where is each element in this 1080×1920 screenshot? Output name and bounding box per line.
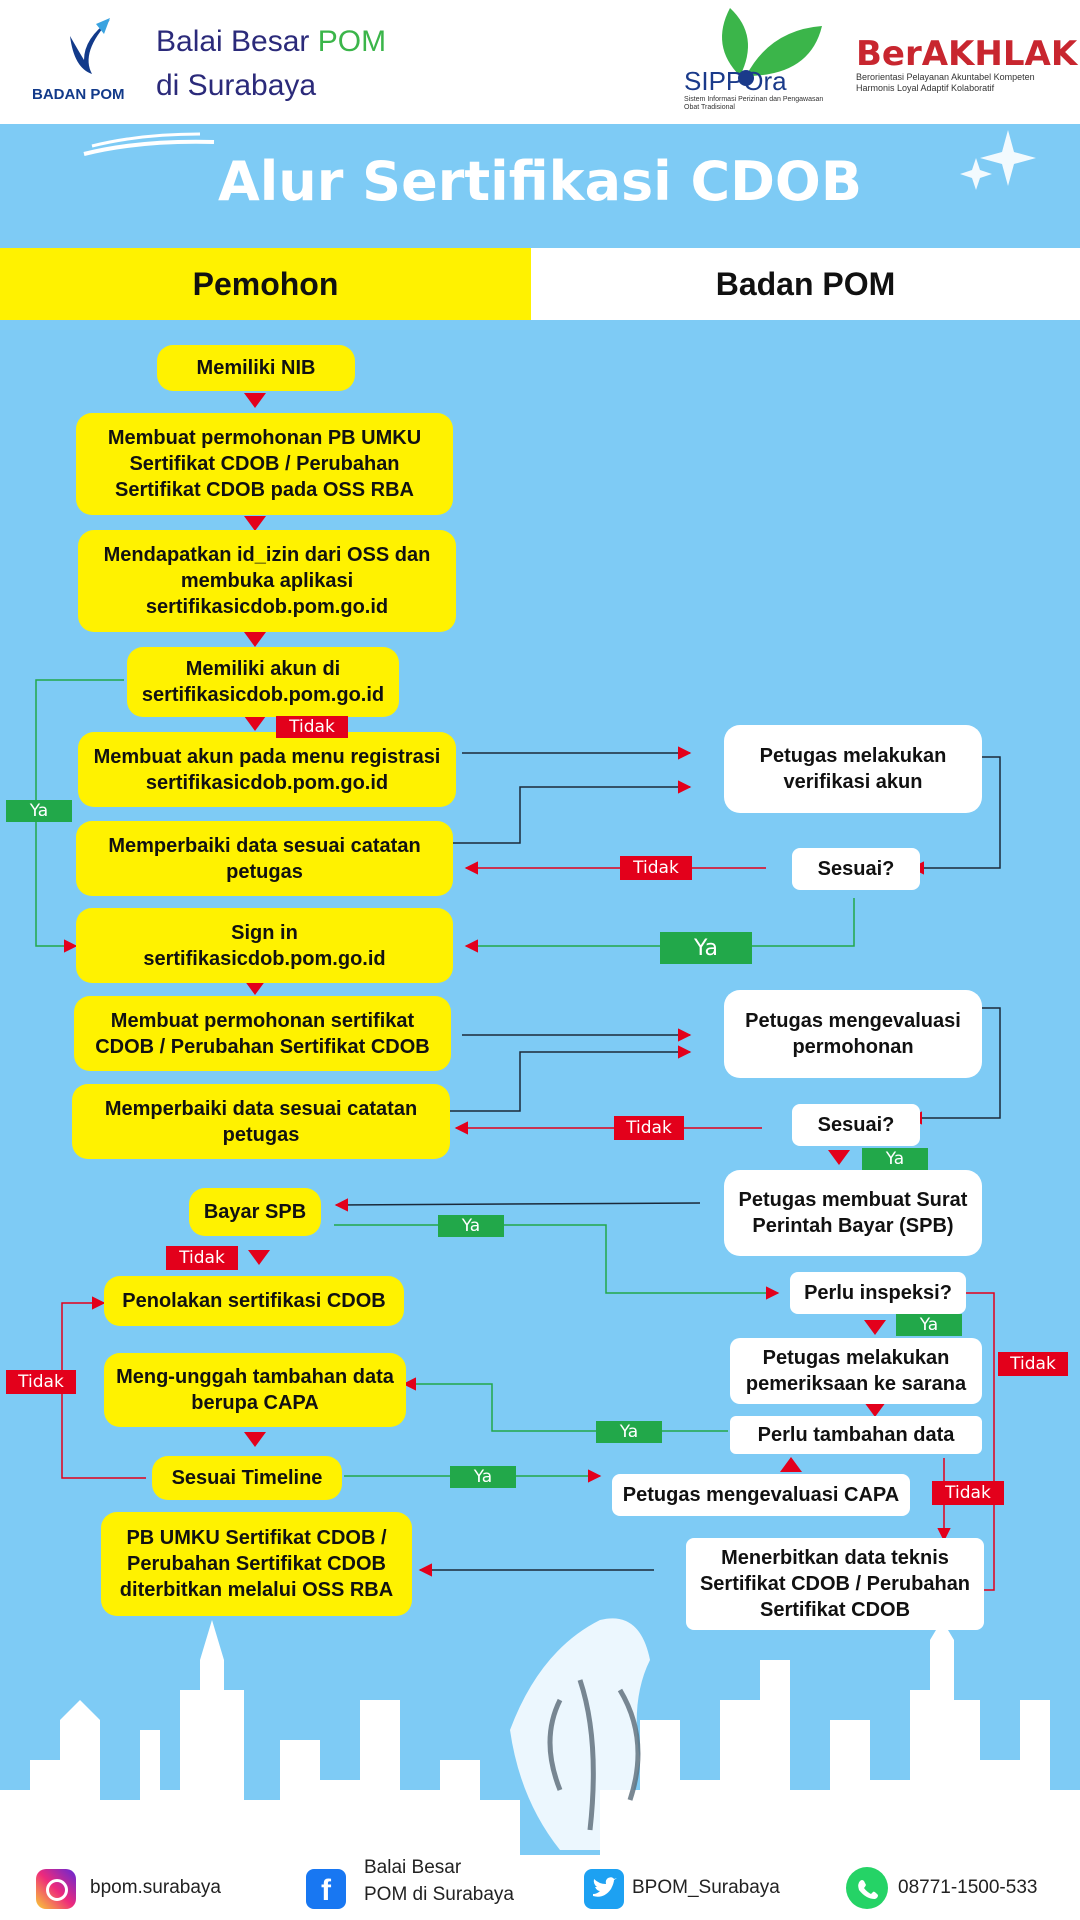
badge-ya: Ya [438, 1215, 504, 1237]
badge-tidak: Tidak [6, 1370, 76, 1394]
org-name-line2: di Surabaya [156, 68, 317, 102]
badge-ya: Ya [596, 1421, 662, 1443]
twitter-handle[interactable]: BPOM_Surabaya [632, 1877, 780, 1898]
node-perbaiki-data-2: Memperbaiki data sesuai catatan petugas [72, 1084, 450, 1159]
sippora-leaf-icon [722, 8, 822, 86]
whatsapp-icon [846, 1867, 888, 1909]
node-terbitkan-data-teknis: Menerbitkan data teknis Sertifikat CDOB … [686, 1538, 984, 1630]
badge-ya: Ya [450, 1466, 516, 1488]
facebook-icon: f [306, 1869, 346, 1909]
decoration-layer [83, 130, 1036, 190]
badge-tidak: Tidak [276, 716, 348, 738]
node-dapat-id-izin: Mendapatkan id_izin dari OSS dan membuka… [78, 530, 456, 632]
berakhlak-logo-text: BerAKHLAK [856, 34, 1078, 74]
node-penolakan: Penolakan sertifikasi CDOB [104, 1276, 404, 1326]
node-evaluasi-capa: Petugas mengevaluasi CAPA [612, 1474, 910, 1516]
badge-ya: Ya [660, 932, 752, 964]
node-sign-in: Sign in sertifikasicdob.pom.go.id [76, 908, 453, 983]
badge-ya: Ya [6, 800, 72, 822]
org-name-line1: Balai Besar [156, 25, 318, 58]
node-sesuai-timeline: Sesuai Timeline [152, 1456, 342, 1500]
badge-tidak: Tidak [614, 1116, 684, 1140]
node-pb-umku-diterbitkan: PB UMKU Sertifikat CDOB / Perubahan Sert… [101, 1512, 412, 1616]
node-buat-akun: Membuat akun pada menu registrasi sertif… [78, 732, 456, 807]
page-title: Alur Sertifikasi CDOB [218, 150, 862, 213]
node-buat-spb: Petugas membuat Surat Perintah Bayar (SP… [724, 1170, 982, 1256]
node-evaluasi-permohonan: Petugas mengevaluasi permohonan [724, 990, 982, 1078]
node-permohonan-sertifikat: Membuat permohonan sertifikat CDOB / Per… [74, 996, 451, 1071]
node-bayar-spb: Bayar SPB [189, 1188, 321, 1236]
node-sesuai-2: Sesuai? [792, 1104, 920, 1146]
node-unggah-capa: Meng-unggah tambahan data berupa CAPA [104, 1353, 406, 1427]
whatsapp-number[interactable]: 08771-1500-533 [898, 1877, 1038, 1898]
node-verifikasi-akun: Petugas melakukan verifikasi akun [724, 725, 982, 813]
badge-tidak: Tidak [166, 1246, 238, 1270]
lane-header-agency: Badan POM [531, 248, 1080, 320]
node-sesuai-1: Sesuai? [792, 848, 920, 890]
badan-pom-logo-text: BADAN POM [32, 86, 125, 103]
facebook-page[interactable]: Balai Besar POM di Surabaya [364, 1857, 514, 1905]
node-perbaiki-data-1: Memperbaiki data sesuai catatan petugas [76, 821, 453, 896]
lane-header-applicant: Pemohon [0, 248, 531, 320]
badge-tidak: Tidak [620, 856, 692, 880]
node-perlu-inspeksi: Perlu inspeksi? [790, 1272, 966, 1314]
badge-tidak: Tidak [998, 1352, 1068, 1376]
badan-pom-logo-icon [70, 18, 110, 74]
badge-tidak: Tidak [932, 1481, 1004, 1505]
node-memiliki-nib: Memiliki NIB [157, 345, 355, 391]
twitter-icon [584, 1869, 624, 1909]
node-perlu-tambahan-data: Perlu tambahan data [730, 1416, 982, 1454]
berakhlak-caption: Berorientasi Pelayanan Akuntabel Kompete… [856, 72, 1035, 93]
node-pemeriksaan-sarana: Petugas melakukan pemeriksaan ke sarana [730, 1338, 982, 1404]
sippora-logo-text: SIPPOra [684, 66, 787, 96]
badge-ya: Ya [862, 1148, 928, 1170]
header-bar: BADAN POM Balai Besar POM di Surabaya SI… [0, 0, 1080, 124]
node-permohonan-pb-umku: Membuat permohonan PB UMKU Sertifikat CD… [76, 413, 453, 515]
sippora-caption: Sistem Informasi Perizinan dan Pengawasa… [684, 96, 824, 112]
instagram-icon [36, 1869, 76, 1909]
org-name: Balai Besar POM di Surabaya [156, 20, 386, 107]
badge-ya: Ya [896, 1314, 962, 1336]
org-name-pom: POM [317, 25, 387, 58]
node-memiliki-akun: Memiliki akun di sertifikasicdob.pom.go.… [127, 647, 399, 717]
instagram-handle[interactable]: bpom.surabaya [90, 1877, 221, 1898]
footer-bar: bpom.surabaya f Balai Besar POM di Surab… [0, 1855, 1080, 1920]
